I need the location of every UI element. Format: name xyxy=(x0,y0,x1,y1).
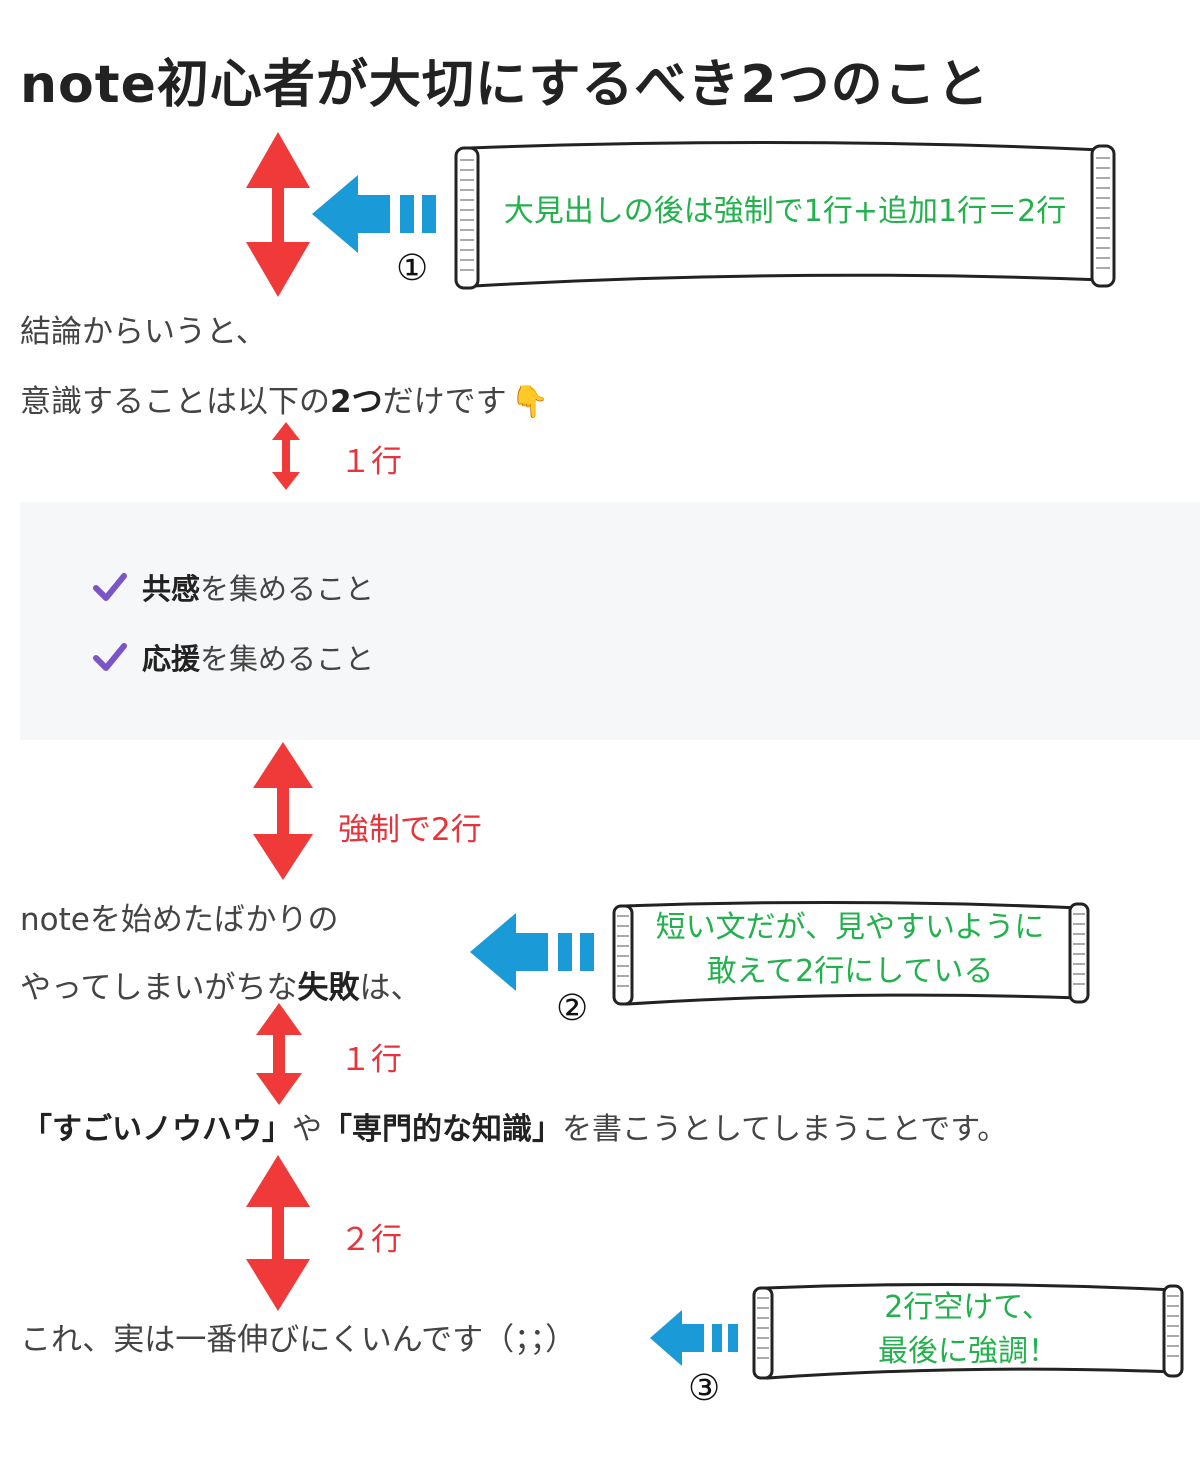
scroll-banner-3 xyxy=(752,1282,1184,1380)
bold-span: 応援 xyxy=(142,642,201,676)
double-arrow-red-1 xyxy=(246,132,310,297)
text-span: を集めること xyxy=(200,572,375,606)
pointing-down-icon: 👇 xyxy=(510,384,550,420)
bold-span: 2つ xyxy=(330,384,383,420)
scroll-text-3-line-2: 最後に強調！ xyxy=(878,1334,1058,1369)
scroll-text-2-line-1: 短い文だが、見やすいように xyxy=(655,910,1045,945)
text-span: は、 xyxy=(359,970,422,1006)
blue-arrow-1 xyxy=(312,175,436,253)
blue-arrow-3 xyxy=(650,1310,738,1366)
label-one-line-2: １行 xyxy=(340,1042,402,1078)
double-arrow-red-4 xyxy=(246,1155,310,1311)
checklist-item-2: 応援を集めること xyxy=(142,636,374,678)
scroll-text-1: 大見出しの後は強制で1行+追加1行＝2行 xyxy=(503,194,1067,229)
marker-3: ③ xyxy=(688,1368,721,1409)
check-icon xyxy=(93,573,127,601)
checklist-box xyxy=(20,502,1200,740)
text-span: やってしまいがちな xyxy=(20,970,298,1006)
paragraph-3: 「すごいノウハウ」や「専門的な知識」を書こうとしてしまうことです。 xyxy=(22,1104,1007,1148)
marker-1: ① xyxy=(396,248,429,289)
page-title: note初心者が大切にするべき2つのこと xyxy=(20,55,990,115)
text-span: 意識することは以下の xyxy=(20,384,330,420)
scroll-text-2: 短い文だが、見やすいように 敢えて2行にしている xyxy=(630,906,1070,994)
text-span: だけです xyxy=(382,384,507,420)
blue-arrow-2 xyxy=(470,913,594,991)
bold-span: 「専門的な知識」 xyxy=(322,1112,562,1147)
scroll-text-3-line-1: 2行空けて、 xyxy=(884,1290,1052,1325)
scroll-banner-2 xyxy=(612,900,1090,1006)
bold-span: 失敗 xyxy=(297,970,360,1006)
marker-2: ② xyxy=(556,988,589,1029)
paragraph-2-line-1: noteを始めたばかりの xyxy=(20,902,339,938)
scroll-text-3: 2行空けて、 最後に強調！ xyxy=(776,1286,1160,1374)
text-span: を書こうとしてしまうことです。 xyxy=(562,1112,1008,1147)
paragraph-1-line-1: 結論からいうと、 xyxy=(20,314,267,350)
bold-span: 「すごいノウハウ」 xyxy=(22,1112,292,1147)
paragraph-2-line-2: やってしまいがちな失敗は、 xyxy=(20,962,421,1007)
label-one-line: １行 xyxy=(340,444,402,480)
double-arrow-red-small-1 xyxy=(272,422,300,490)
text-span: を集めること xyxy=(200,642,375,676)
double-arrow-red-3 xyxy=(256,1003,302,1105)
scroll-text-2-line-2: 敢えて2行にしている xyxy=(706,954,994,989)
bold-span: 共感 xyxy=(142,572,201,606)
double-arrow-red-2 xyxy=(253,742,313,880)
text-span: や xyxy=(292,1112,322,1147)
label-two-lines: ２行 xyxy=(340,1222,402,1258)
check-icon xyxy=(93,643,127,671)
label-forced-two-lines: 強制で2行 xyxy=(338,812,482,848)
paragraph-4: これ、実は一番伸びにくいんです（；；） xyxy=(20,1322,577,1358)
checklist-item-1: 共感を集めること xyxy=(142,566,374,608)
scroll-banner-1 xyxy=(454,140,1116,290)
paragraph-1-line-2: 意識することは以下の2つだけです👇 xyxy=(20,376,549,421)
